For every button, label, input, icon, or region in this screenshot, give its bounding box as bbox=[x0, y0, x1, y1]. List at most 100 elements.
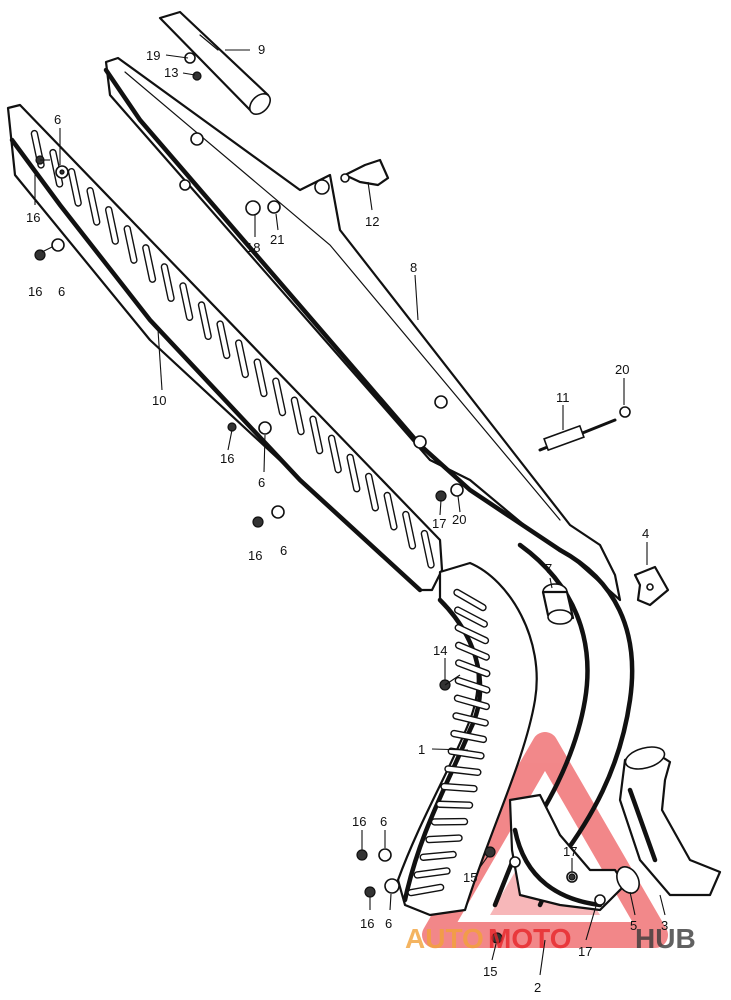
hardware-washer-21 bbox=[267, 200, 281, 214]
vent-slot bbox=[216, 320, 231, 360]
label-16-left: 16 bbox=[28, 284, 42, 299]
label-6-low: 6 bbox=[280, 543, 287, 558]
vent-slot bbox=[364, 472, 380, 512]
label-2: 2 bbox=[534, 980, 541, 995]
vent-slot bbox=[253, 358, 268, 398]
hardware-bolt-2 bbox=[34, 246, 53, 261]
vent-slot bbox=[453, 694, 491, 711]
muffler-upper-body bbox=[103, 56, 622, 602]
hardware-bolt-15b bbox=[491, 932, 503, 944]
part-labels: 9 19 13 6 16 18 21 12 16 6 8 10 20 11 16… bbox=[26, 42, 668, 995]
hardware-bolt-15a bbox=[484, 846, 496, 858]
vent-slot bbox=[452, 712, 489, 727]
vent-slot bbox=[327, 434, 342, 474]
label-17-bottom: 17 bbox=[578, 944, 592, 959]
label-6-left: 6 bbox=[58, 284, 65, 299]
label-14: 14 bbox=[433, 643, 447, 658]
hardware-bolt-14 bbox=[439, 674, 461, 691]
long-bolt bbox=[538, 406, 631, 452]
label-17-mid: 17 bbox=[432, 516, 446, 531]
label-21: 21 bbox=[270, 232, 284, 247]
vent-slot bbox=[160, 263, 175, 302]
vent-slot bbox=[420, 529, 435, 569]
hardware-bolt-17a bbox=[435, 490, 447, 502]
vent-slot bbox=[454, 641, 490, 661]
vent-slot bbox=[272, 377, 287, 417]
vent-slot bbox=[407, 883, 445, 897]
vent-slot bbox=[179, 282, 194, 321]
clamp-bracket bbox=[633, 565, 670, 607]
exhaust-pipe-front bbox=[618, 746, 722, 897]
hardware-washer-6c bbox=[384, 878, 400, 894]
hardware-washer-3 bbox=[258, 421, 272, 435]
label-6-b2: 6 bbox=[385, 916, 392, 931]
vent-slot bbox=[454, 676, 491, 694]
elbow-fitting bbox=[340, 158, 390, 187]
label-19: 19 bbox=[146, 48, 160, 63]
vent-slot bbox=[453, 588, 487, 612]
label-15-bottom: 15 bbox=[483, 964, 497, 979]
label-3: 3 bbox=[661, 918, 668, 933]
vent-slot bbox=[402, 510, 417, 550]
heat-shield-lower bbox=[396, 561, 538, 917]
vent-slot bbox=[197, 301, 212, 341]
hardware-nut-18 bbox=[245, 200, 261, 216]
vent-slot bbox=[440, 782, 478, 793]
vent-slot bbox=[123, 225, 138, 264]
label-12: 12 bbox=[365, 214, 379, 229]
vent-slot bbox=[67, 167, 82, 207]
label-8: 8 bbox=[410, 260, 417, 275]
label-10: 10 bbox=[152, 393, 166, 408]
label-20-mid: 20 bbox=[452, 512, 466, 527]
label-16-b1: 16 bbox=[352, 814, 366, 829]
label-6-top: 6 bbox=[54, 112, 61, 127]
vent-slot bbox=[447, 747, 485, 760]
label-17-right: 17 bbox=[563, 844, 577, 859]
hardware-washer-2 bbox=[51, 238, 65, 252]
vent-slot bbox=[419, 850, 457, 861]
hardware-bolt-16c bbox=[364, 886, 376, 898]
hardware-bolt-13 bbox=[192, 71, 202, 81]
label-13: 13 bbox=[164, 65, 178, 80]
label-5: 5 bbox=[630, 918, 637, 933]
tail-pipe bbox=[158, 10, 271, 115]
hardware-bolt-3 bbox=[227, 422, 237, 432]
label-9: 9 bbox=[258, 42, 265, 57]
vent-slot bbox=[435, 800, 474, 809]
label-16-top: 16 bbox=[26, 210, 40, 225]
hardware-washer-4 bbox=[271, 505, 285, 519]
gasket bbox=[616, 866, 640, 894]
hardware-washer-1 bbox=[55, 165, 69, 179]
vent-slot bbox=[453, 606, 488, 628]
watermark-hub: HUB bbox=[635, 923, 696, 954]
vent-slot bbox=[454, 659, 491, 678]
label-16-mid: 16 bbox=[220, 451, 234, 466]
label-7: 7 bbox=[545, 561, 552, 576]
label-20-top: 20 bbox=[615, 362, 629, 377]
pipe-collar bbox=[541, 583, 575, 625]
vent-slot bbox=[290, 396, 305, 436]
vent-slot bbox=[430, 817, 469, 826]
vent-slot bbox=[425, 834, 463, 844]
label-4: 4 bbox=[642, 526, 649, 541]
watermark-auto: AUTO bbox=[405, 923, 484, 954]
vent-slot bbox=[309, 415, 324, 455]
vent-slot bbox=[142, 244, 157, 283]
vent-slot bbox=[413, 867, 451, 879]
label-6-mid: 6 bbox=[258, 475, 265, 490]
vent-slot bbox=[444, 765, 482, 776]
label-1: 1 bbox=[418, 742, 425, 757]
watermark-text: AUTO MOTO HUB bbox=[405, 923, 696, 954]
vent-slot bbox=[454, 624, 490, 645]
vent-slot bbox=[86, 187, 101, 226]
vent-slot bbox=[234, 339, 250, 379]
vent-slot bbox=[104, 206, 120, 245]
watermark-moto: MOTO bbox=[488, 923, 571, 954]
vent-slot bbox=[383, 491, 398, 531]
hardware-bolt-1 bbox=[35, 155, 50, 165]
heat-shield-front bbox=[6, 103, 444, 593]
label-18: 18 bbox=[246, 240, 260, 255]
hardware-bolt-17b bbox=[568, 873, 576, 881]
label-11: 11 bbox=[556, 390, 570, 405]
